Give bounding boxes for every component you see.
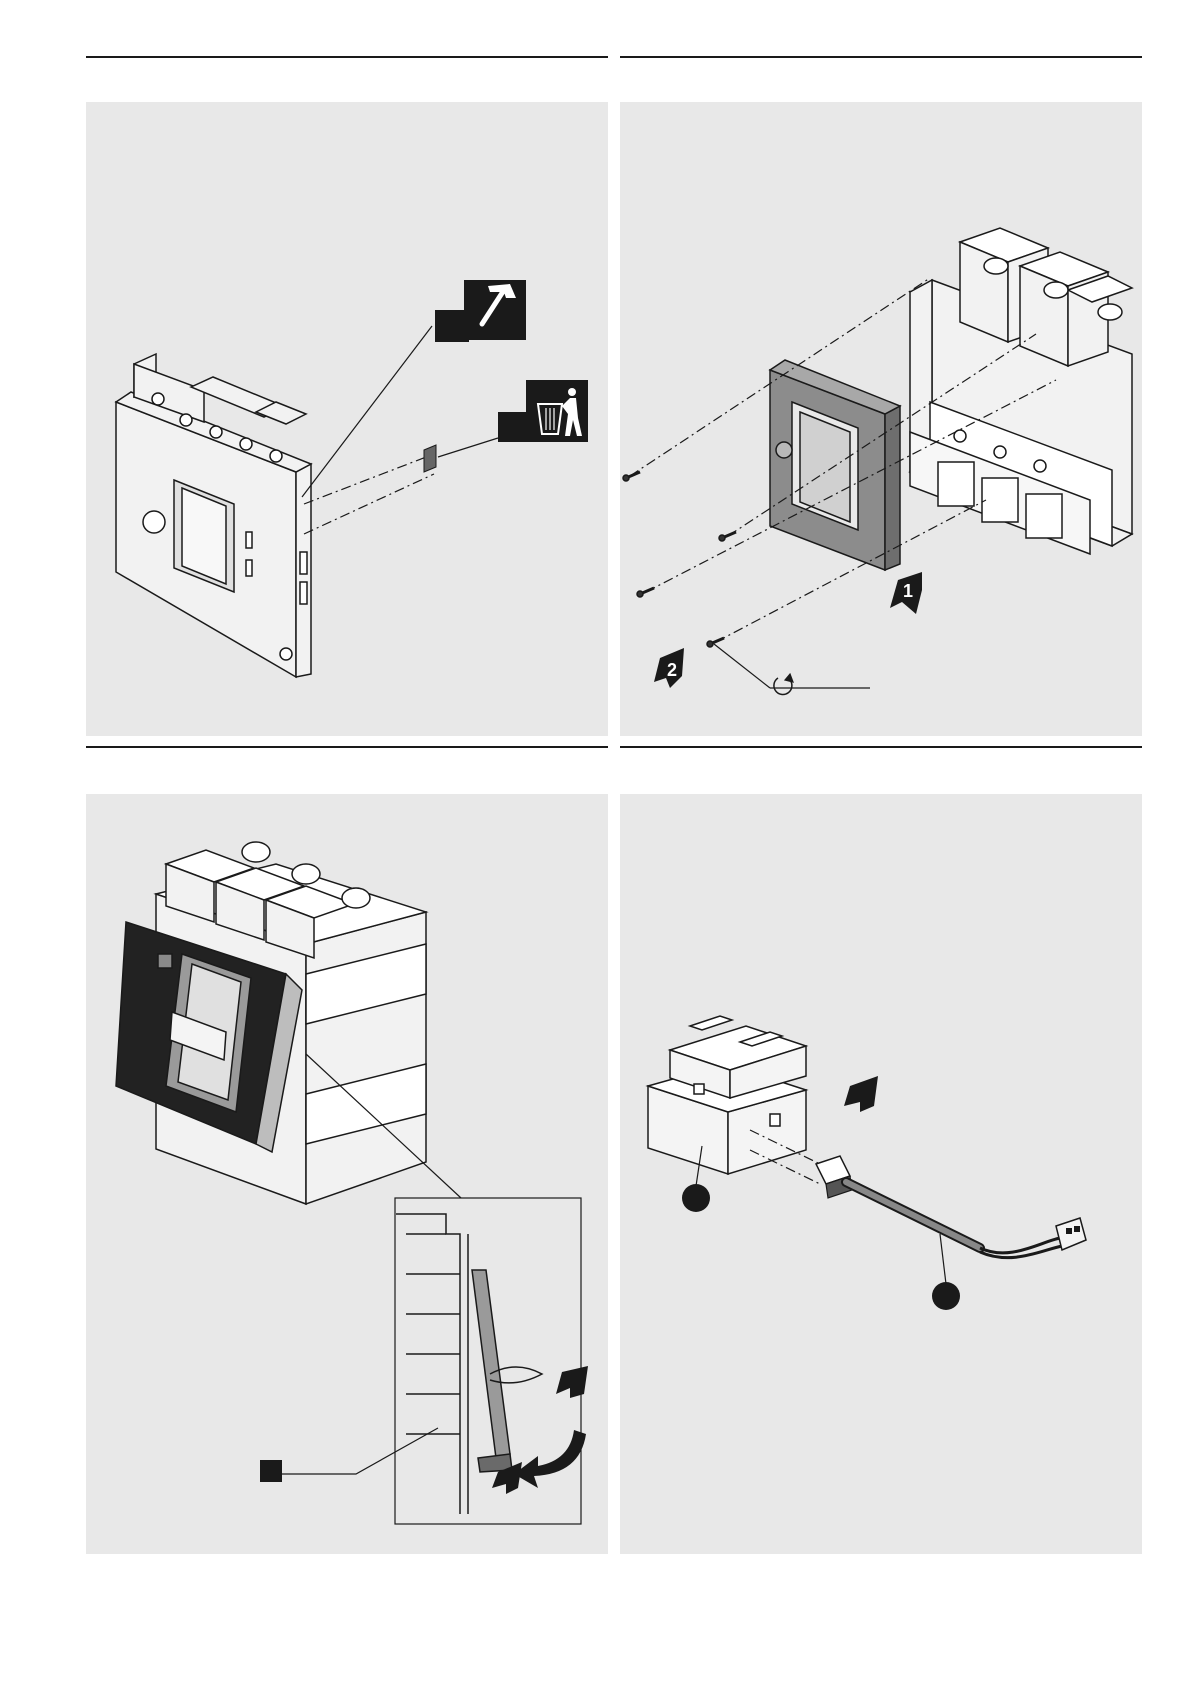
breaker-body bbox=[910, 228, 1132, 554]
auxiliary-module bbox=[648, 1016, 806, 1174]
callout-square bbox=[260, 1460, 282, 1482]
top-rule-right bbox=[620, 56, 1142, 58]
connector-cable bbox=[816, 1156, 1086, 1258]
panel-connect-module-cable bbox=[620, 794, 1142, 1554]
hammer-icon bbox=[464, 280, 526, 340]
callout-square bbox=[435, 310, 469, 342]
panel-remove-cover-plug bbox=[86, 102, 608, 736]
cover-plug bbox=[424, 445, 436, 472]
detail-inset bbox=[395, 1198, 588, 1524]
screws bbox=[623, 472, 736, 647]
middle-rule-right bbox=[620, 746, 1142, 748]
trash-bin-icon bbox=[526, 380, 588, 442]
step-label-2: 2 bbox=[667, 660, 677, 680]
illustration-module-connector bbox=[620, 794, 1142, 1554]
callout-lines bbox=[302, 326, 498, 497]
step-label-1: 1 bbox=[903, 581, 913, 601]
front-frame bbox=[770, 360, 900, 570]
push-arrow-icon bbox=[844, 1076, 878, 1112]
illustration-breaker-front-plate bbox=[86, 102, 608, 736]
screwdriver-torque-icon bbox=[774, 674, 793, 695]
torque-callout bbox=[714, 644, 870, 695]
callout-dot-cable bbox=[932, 1282, 960, 1310]
middle-rule-left bbox=[86, 746, 608, 748]
panel-fit-front-cover bbox=[86, 794, 608, 1554]
front-plate bbox=[116, 354, 311, 677]
illustration-breaker-frame-assembly: 1 2 bbox=[620, 102, 1142, 736]
callout-dot-module bbox=[682, 1184, 710, 1212]
illustration-breaker-front-cover bbox=[86, 794, 608, 1554]
top-rule-left bbox=[86, 56, 608, 58]
callout-square bbox=[498, 412, 530, 442]
panel-fit-front-frame: 1 2 bbox=[620, 102, 1142, 736]
trash-callout bbox=[498, 380, 588, 442]
step-arrow-2: 2 bbox=[654, 648, 684, 688]
assembly-guide-lines bbox=[304, 454, 434, 534]
hammer-callout bbox=[435, 280, 526, 342]
step-arrow-1: 1 bbox=[890, 572, 922, 614]
